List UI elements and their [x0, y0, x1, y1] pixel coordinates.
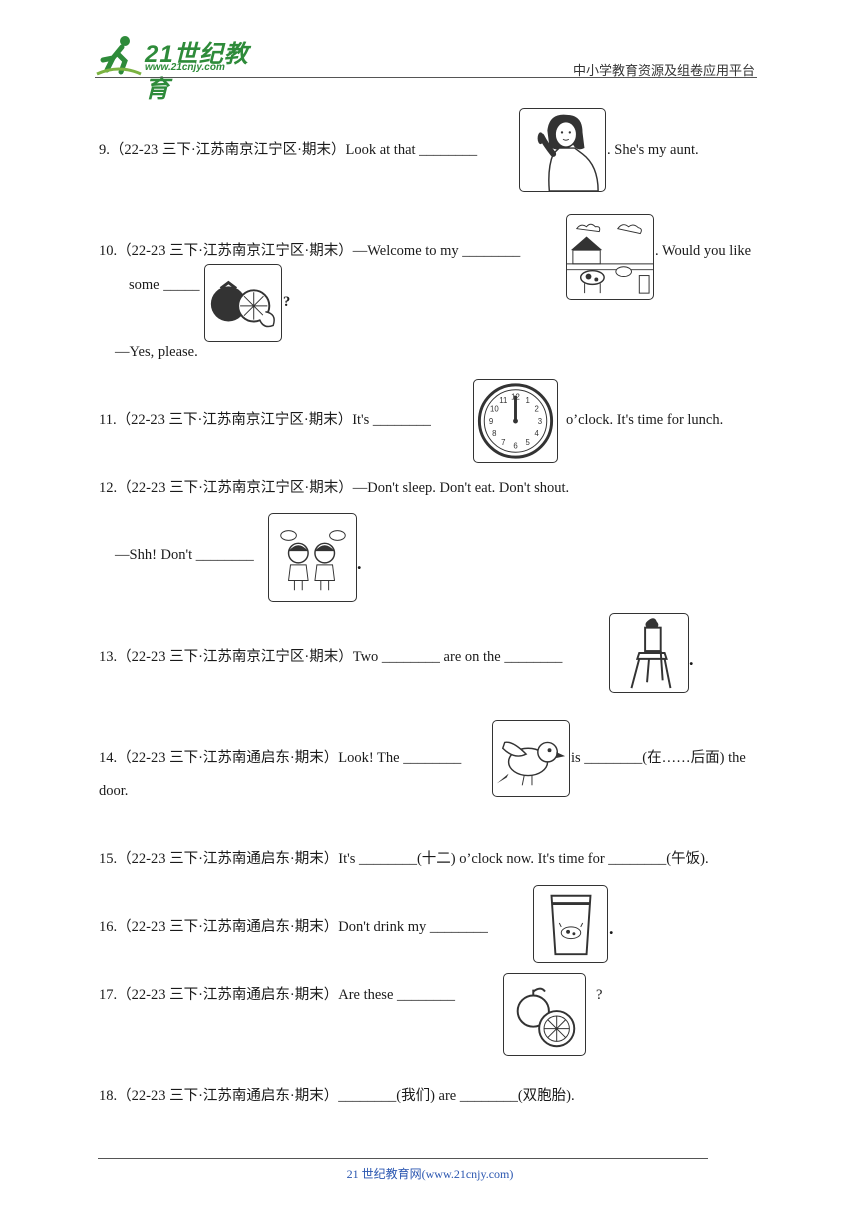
bird-icon	[496, 741, 566, 786]
clock-numeral: 11	[499, 396, 507, 405]
children-talking-picture	[268, 513, 357, 602]
fruit-picture	[204, 264, 282, 342]
question-10-line2: some _____	[129, 277, 200, 293]
question-10-answer: —Yes, please.	[115, 344, 198, 360]
footer-divider	[98, 1158, 708, 1159]
woman-phone-icon	[537, 114, 599, 191]
clock-numeral: 4	[534, 429, 539, 438]
header-platform-text: 中小学教育资源及组卷应用平台	[572, 64, 755, 79]
question-9-tail: . She's my aunt.	[607, 142, 699, 158]
clock-numeral: 1	[526, 396, 530, 405]
bird-picture	[492, 720, 570, 797]
question-18-text: 18.（22-23 三下·江苏南通启东·期末）________(我们) are …	[99, 1088, 575, 1104]
clock-numeral: 12	[511, 393, 520, 402]
clock-numeral: 3	[538, 417, 542, 426]
logo-text: 21世纪教育	[145, 41, 249, 103]
farm-picture	[566, 214, 654, 300]
logo-url: www.21cnjy.com	[145, 62, 225, 73]
question-12-answer: —Shh! Don't ________	[115, 547, 254, 563]
oranges-picture	[503, 973, 586, 1056]
question-12-tail: .	[357, 553, 362, 573]
question-12-text: 12.（22-23 三下·江苏南京江宁区·期末）—Don't sleep. Do…	[99, 480, 570, 496]
question-17-text: 17.（22-23 三下·江苏南通启东·期末）Are these _______…	[99, 987, 456, 1003]
question-14-line2: door.	[99, 783, 129, 799]
question-16-tail: .	[609, 918, 614, 938]
question-13-tail: .	[689, 649, 694, 669]
clock-numeral: 10	[490, 405, 499, 414]
clock-numeral: 7	[501, 438, 505, 447]
runner-logo-icon	[96, 36, 142, 76]
clock-numeral: 8	[492, 429, 496, 438]
question-10-mid: . Would you like	[655, 243, 752, 259]
question-10-text: 10.（22-23 三下·江苏南京江宁区·期末）—Welcome to my _…	[99, 243, 521, 259]
mangosteen-icon	[210, 280, 275, 328]
header-divider	[95, 77, 757, 78]
question-16-text: 16.（22-23 三下·江苏南通启东·期末）Don't drink my __…	[99, 919, 488, 935]
children-talking-icon	[280, 530, 346, 591]
chair-icon	[630, 618, 672, 689]
question-13-text: 13.（22-23 三下·江苏南京江宁区·期末）Two ________ are…	[99, 649, 563, 665]
chair-picture	[609, 613, 689, 693]
question-14-text: 14.（22-23 三下·江苏南通启东·期末）Look! The _______…	[99, 750, 462, 766]
clock-numeral: 6	[513, 441, 517, 450]
question-10-qmark: ?	[283, 294, 291, 310]
farm-icon	[567, 223, 653, 294]
aunt-picture	[519, 108, 606, 192]
orange-icon	[516, 987, 576, 1048]
clock-numeral: 2	[534, 405, 538, 414]
question-14-mid: is ________(在……后面) the	[571, 750, 746, 766]
footer-text: 21 世纪教育网(www.21cnjy.com)	[346, 1167, 514, 1181]
question-11-text: 11.（22-23 三下·江苏南京江宁区·期末）It's ________	[99, 412, 431, 428]
question-9-text: 9.（22-23 三下·江苏南京江宁区·期末）Look at that ____…	[99, 142, 478, 158]
milk-glass-icon	[550, 894, 592, 956]
milk-picture	[533, 885, 608, 963]
question-17-tail: ?	[596, 987, 603, 1003]
question-11-tail: o’clock. It's time for lunch.	[566, 412, 724, 428]
logo: 21世纪教育 www.21cnjy.com	[95, 34, 265, 103]
clock-numeral: 5	[526, 438, 531, 447]
clock-numeral: 9	[489, 417, 493, 426]
question-15-text: 15.（22-23 三下·江苏南通启东·期末）It's ________(十二)…	[99, 851, 709, 867]
page-header: 21世纪教育 www.21cnjy.com 中小学教育资源及组卷应用平台	[95, 30, 755, 103]
